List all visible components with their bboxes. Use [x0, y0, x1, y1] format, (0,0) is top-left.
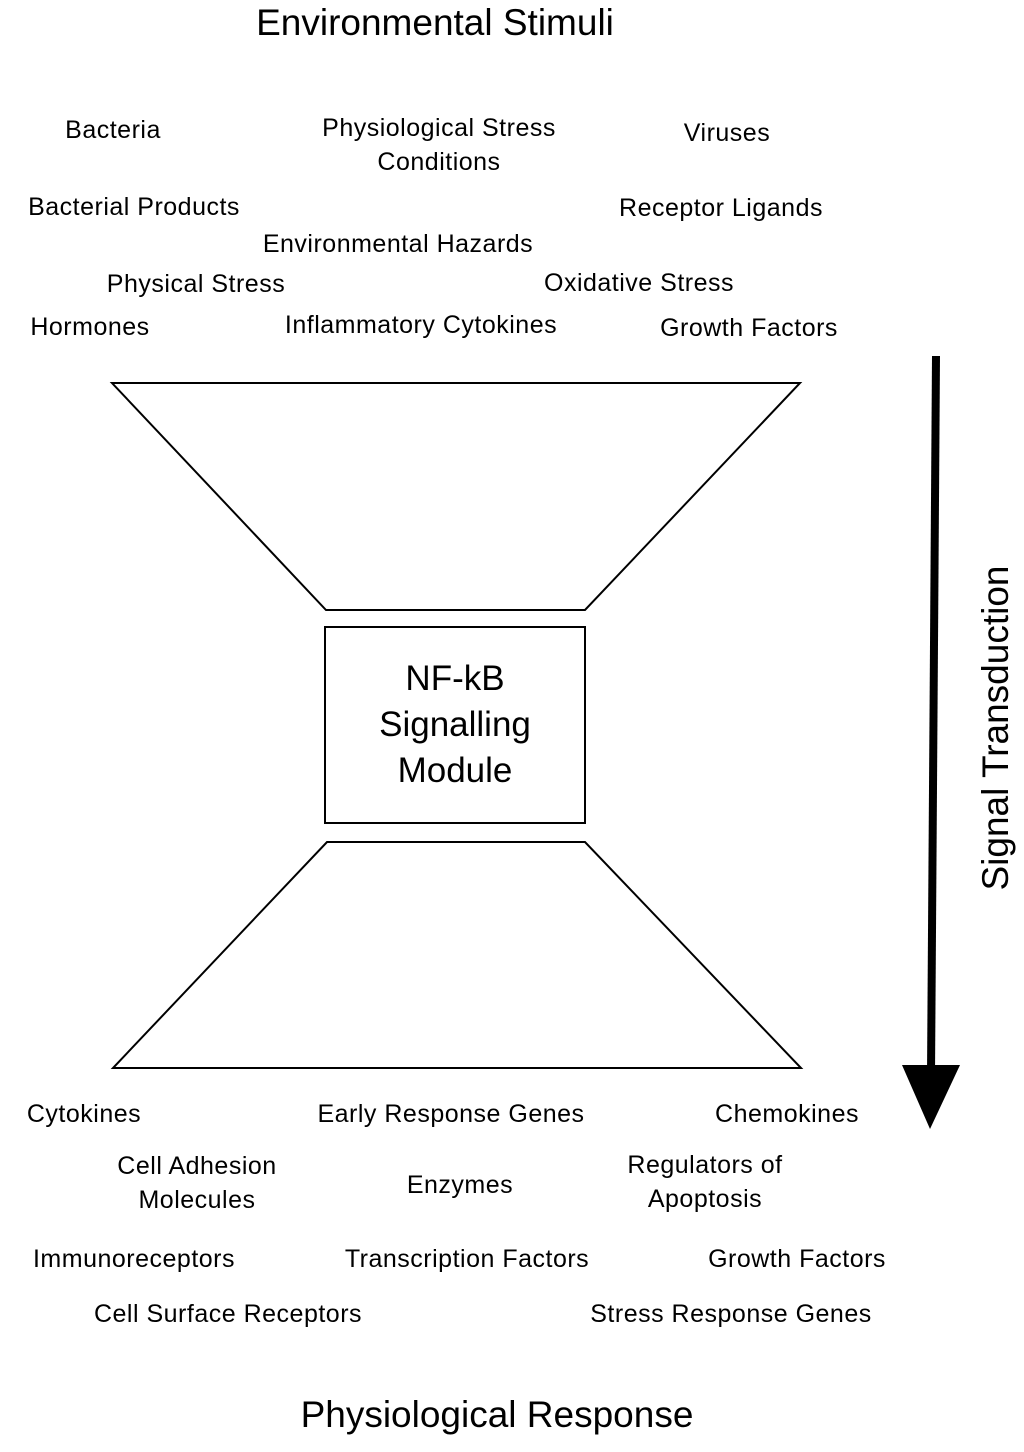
- response-cell-adhesion-line1: Cell Adhesion: [117, 1152, 277, 1180]
- stimulus-bacterial-products: Bacterial Products: [28, 193, 240, 221]
- response-enzymes: Enzymes: [406, 1171, 514, 1199]
- stimulus-viruses: Viruses: [683, 119, 771, 147]
- response-immunoreceptors: Immunoreceptors: [32, 1245, 236, 1273]
- stimulus-environmental-hazards: Environmental Hazards: [262, 230, 534, 258]
- lower-funnel: [110, 841, 804, 1069]
- response-cell-adhesion-molecules: Cell Adhesion Molecules: [117, 1149, 276, 1217]
- stimulus-oxidative-stress: Oxidative Stress: [543, 269, 735, 297]
- signal-transduction-label: Signal Transduction: [975, 565, 1016, 891]
- stimulus-hormones: Hormones: [30, 313, 150, 341]
- core-line-3: Module: [397, 751, 513, 790]
- stimulus-bacteria: Bacteria: [65, 116, 161, 144]
- upper-funnel: [109, 382, 803, 611]
- top-heading: Environmental Stimuli: [256, 2, 614, 43]
- signal-arrow-head: [902, 1065, 960, 1129]
- bottom-heading: Physiological Response: [300, 1394, 694, 1435]
- response-cell-adhesion-line2: Molecules: [138, 1186, 256, 1214]
- response-cytokines: Cytokines: [26, 1100, 142, 1128]
- response-regulators-line1: Regulators of: [627, 1151, 783, 1179]
- response-chemokines: Chemokines: [715, 1100, 859, 1128]
- stimulus-physiological-stress: Physiological Stress Conditions: [322, 111, 556, 179]
- response-growth-factors: Growth Factors: [708, 1245, 886, 1273]
- response-transcription-factors: Transcription Factors: [344, 1245, 590, 1273]
- stimulus-inflammatory-cytokines: Inflammatory Cytokines: [284, 311, 558, 339]
- stimulus-physiological-stress-line1: Physiological Stress: [322, 114, 556, 142]
- response-cell-surface-receptors: Cell Surface Receptors: [93, 1300, 363, 1328]
- signal-arrow-shaft: [927, 355, 940, 1076]
- response-regulators-of-apoptosis: Regulators of Apoptosis: [627, 1148, 782, 1216]
- nfkb-signalling-module: NF-kB Signalling Module: [324, 626, 586, 824]
- stimulus-physical-stress: Physical Stress: [106, 270, 286, 298]
- core-line-1: NF-kB: [405, 659, 505, 698]
- core-line-2: Signalling: [379, 705, 531, 744]
- stimulus-growth-factors: Growth Factors: [660, 314, 838, 342]
- response-early-response-genes: Early Response Genes: [317, 1100, 585, 1128]
- stimulus-receptor-ligands: Receptor Ligands: [619, 194, 823, 222]
- response-regulators-line2: Apoptosis: [647, 1185, 763, 1213]
- stimulus-physiological-stress-line2: Conditions: [377, 148, 501, 176]
- response-stress-response-genes: Stress Response Genes: [590, 1300, 872, 1328]
